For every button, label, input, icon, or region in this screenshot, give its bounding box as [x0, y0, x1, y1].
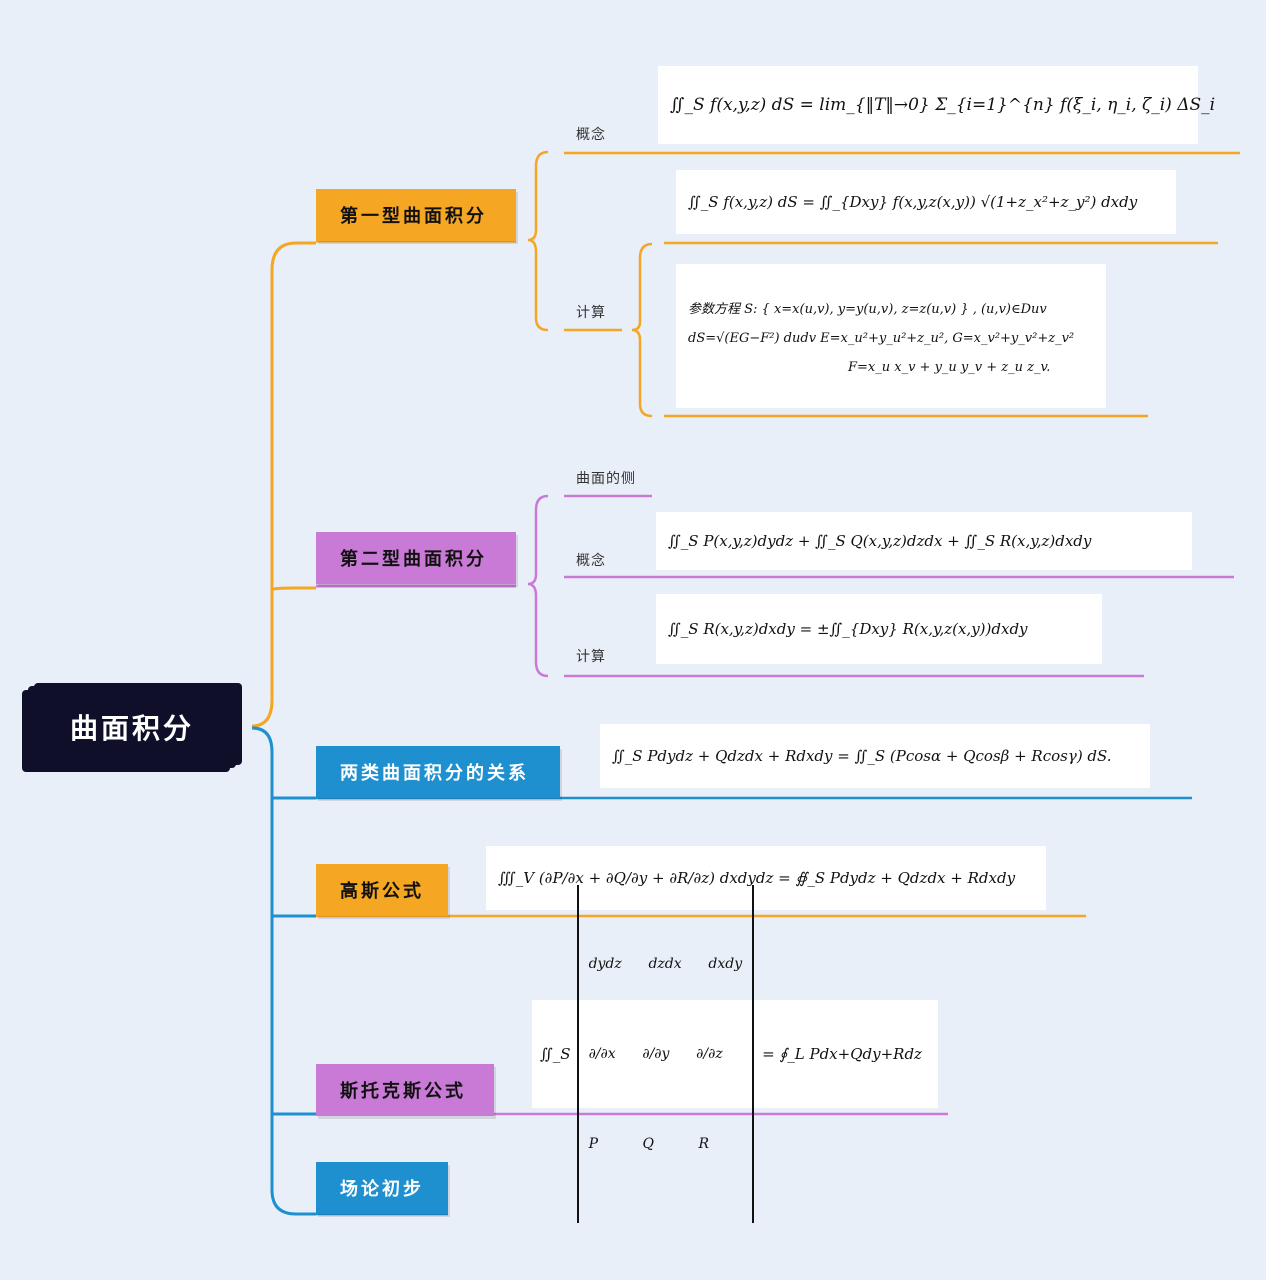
node-type1-surface-integral[interactable]: 第一型曲面积分 [316, 189, 516, 241]
root-to-lower-connector [251, 726, 316, 1216]
root-label: 曲面积分 [69, 712, 194, 745]
node-type2-surface-integral[interactable]: 第二型曲面积分 [316, 532, 516, 584]
param-line-3: F=x_u x_v + y_u y_v + z_u z_v. [848, 359, 1051, 375]
node-field-theory[interactable]: 场论初步 [316, 1162, 448, 1214]
node-stokes-formula[interactable]: 斯托克斯公式 [316, 1064, 494, 1116]
stokes-row-2: ∂/∂x ∂/∂y ∂/∂z [588, 1046, 723, 1062]
root-to-upper-connector [251, 241, 316, 728]
stokes-determinant: dydz dzdx dxdy ∂/∂x ∂/∂y ∂/∂z P Q R [576, 885, 755, 1223]
node-gauss-formula[interactable]: 高斯公式 [316, 864, 448, 916]
root-node-surface-integral[interactable]: 曲面积分 [28, 686, 236, 768]
node-stokes-label: 斯托克斯公式 [340, 1081, 466, 1102]
type2-compute-formula: ∬_S R(x,y,z)dxdy = ±∬_{Dxy} R(x,y,z(x,y)… [656, 594, 1102, 664]
type1-concept-formula: ∬_S f(x,y,z) dS = lim_{‖T‖→0} Σ_{i=1}^{n… [658, 66, 1215, 144]
stokes-row-3: P Q R [588, 1136, 710, 1152]
type1-parametric-formula: 参数方程 S: { x=x(u,v), y=y(u,v), z=z(u,v) }… [676, 264, 1106, 408]
type1-concept-label: 概念 [576, 127, 606, 143]
type1-compute-label: 计算 [576, 305, 606, 321]
type2-compute-label: 计算 [576, 649, 606, 665]
node-type1-label: 第一型曲面积分 [340, 206, 487, 227]
relation-formula: ∬_S Pdydz + Qdzdx + Rdxdy = ∬_S (Pcosα +… [600, 724, 1150, 788]
type2-concept-label: 概念 [576, 553, 606, 569]
param-line-1: 参数方程 S: { x=x(u,v), y=y(u,v), z=z(u,v) }… [688, 301, 1047, 317]
stokes-lhs: ∬_S [540, 1045, 571, 1063]
gauss-formula: ∭_V (∂P/∂x + ∂Q/∂y + ∂R/∂z) dxdydz = ∯_S… [486, 846, 1046, 910]
param-line-2: dS=√(EG−F²) dudv E=x_u²+y_u²+z_u², G=x_v… [688, 330, 1075, 346]
node-relation[interactable]: 两类曲面积分的关系 [316, 746, 560, 798]
node-field-theory-label: 场论初步 [340, 1179, 424, 1200]
node-type2-label: 第二型曲面积分 [340, 549, 487, 570]
root-to-type2-connector [270, 586, 316, 600]
node-gauss-label: 高斯公式 [340, 881, 424, 902]
type2-side-label: 曲面的侧 [576, 471, 636, 487]
stokes-rhs: = ∮_L Pdx+Qdy+Rdz [762, 1045, 922, 1063]
stokes-formula: ∬_S dydz dzdx dxdy ∂/∂x ∂/∂y ∂/∂z P Q R … [532, 885, 938, 1223]
type2-concept-formula: ∬_S P(x,y,z)dydz + ∬_S Q(x,y,z)dzdx + ∬_… [656, 512, 1192, 570]
node-relation-label: 两类曲面积分的关系 [340, 763, 529, 784]
stokes-row-1: dydz dzdx dxdy [588, 956, 743, 972]
type1-compute-formula: ∬_S f(x,y,z) dS = ∬_{Dxy} f(x,y,z(x,y)) … [676, 170, 1176, 234]
